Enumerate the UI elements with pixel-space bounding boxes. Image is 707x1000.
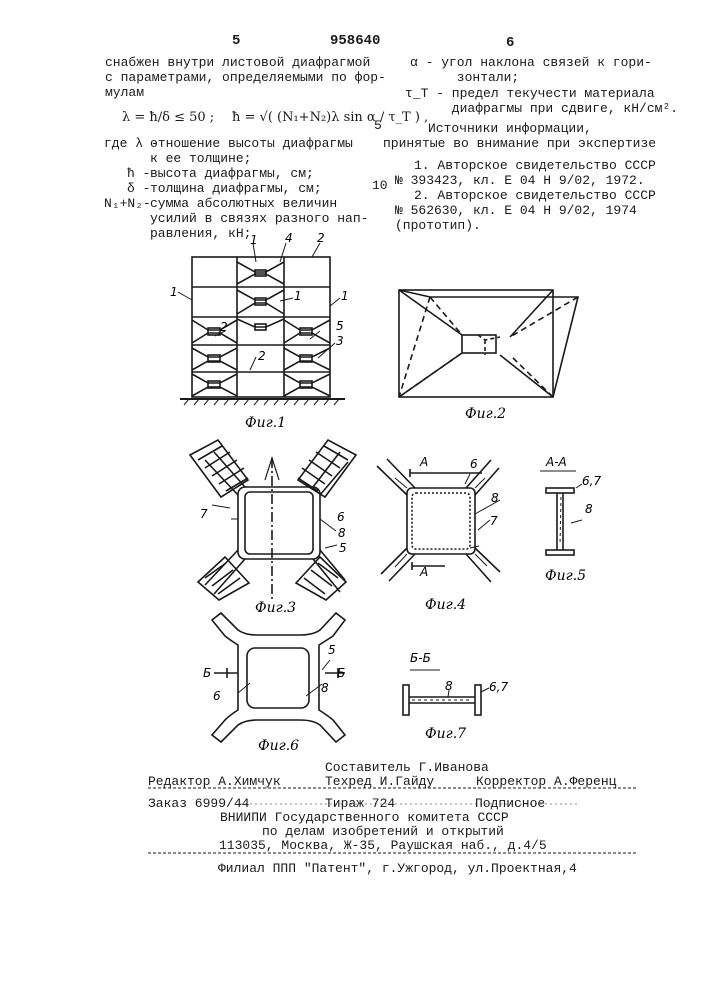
fig3-label-8: 8 bbox=[338, 526, 346, 540]
fig3-label-6: 6 bbox=[337, 510, 345, 524]
fig1-caption: Фиг.1 bbox=[245, 415, 286, 431]
fig2-caption: Фиг.2 bbox=[465, 406, 506, 422]
fig7-title: Б-Б bbox=[410, 651, 431, 665]
footer-address: 113035, Москва, Ж-35, Раушская наб., д.4… bbox=[219, 838, 547, 853]
footer-corrector: Корректор А.Ференц bbox=[476, 774, 616, 789]
footer-compiler: Составитель Г.Иванова bbox=[325, 760, 489, 775]
fig1-label-1b: 1 bbox=[170, 285, 178, 299]
footer-order: Заказ 6999/44 bbox=[148, 796, 249, 811]
fig4-label-6: 6 bbox=[470, 457, 478, 471]
fig5-section-drawing bbox=[540, 471, 582, 555]
fig1-label-1d: 1 bbox=[341, 289, 349, 303]
footer-org1: ВНИИПИ Государственного комитета СССР bbox=[220, 810, 509, 825]
fig4-caption: Фиг.4 bbox=[425, 597, 466, 613]
fig4-label-a-top: А bbox=[419, 455, 428, 469]
fig1-label-1c: 1 bbox=[294, 289, 302, 303]
footer-editor: Редактор А.Химчук bbox=[148, 774, 281, 789]
footer-branch: Филиал ППП "Патент", г.Ужгород, ул.Проек… bbox=[218, 861, 577, 876]
fig3-caption: Фиг.3 bbox=[255, 600, 296, 616]
fig7-caption: Фиг.7 bbox=[425, 726, 466, 742]
fig4-label-8: 8 bbox=[491, 491, 499, 505]
fig1-label-1a: 1 bbox=[250, 233, 258, 247]
fig5-caption: Фиг.5 bbox=[545, 568, 586, 584]
fig7-label-8: 8 bbox=[445, 679, 453, 693]
fig6-label-5: 5 bbox=[328, 643, 336, 657]
fig6-label-8: 8 bbox=[321, 681, 329, 695]
fig3-label-5: 5 bbox=[339, 541, 347, 555]
footer-techred: Техред И.Гайду bbox=[325, 774, 434, 789]
fig6-label-b-left: Б bbox=[203, 666, 211, 680]
fig1-label-4: 4 bbox=[285, 231, 293, 245]
fig2-perspective-drawing bbox=[399, 290, 578, 397]
fig4-label-a-bottom: А bbox=[419, 565, 428, 579]
fig5-label-8: 8 bbox=[585, 502, 593, 516]
fig1-label-3: 3 bbox=[336, 334, 344, 348]
fig1-label-2b: 2 bbox=[220, 320, 228, 334]
footer-circulation: Тираж 724 bbox=[325, 796, 395, 811]
fig6-label-6: 6 bbox=[213, 689, 221, 703]
footer-subscription: Подписное bbox=[475, 796, 545, 811]
fig4-node-drawing bbox=[377, 459, 500, 582]
fig1-label-5: 5 bbox=[336, 319, 344, 333]
fig1-label-2a: 2 bbox=[317, 231, 325, 245]
fig6-label-b-right: Б bbox=[337, 666, 345, 680]
fig5-label-67: 6,7 bbox=[582, 474, 601, 488]
fig5-title: А-А bbox=[545, 455, 567, 469]
fig6-caption: Фиг.6 bbox=[258, 738, 299, 754]
fig7-label-67: 6,7 bbox=[489, 680, 508, 694]
fig3-label-7: 7 bbox=[200, 507, 208, 521]
fig1-frame-drawing bbox=[178, 243, 345, 405]
fig1-label-2c: 2 bbox=[258, 349, 266, 363]
fig4-label-7: 7 bbox=[490, 514, 498, 528]
footer-org2: по делам изобретений и открытий bbox=[262, 824, 504, 839]
fig6-node-drawing bbox=[212, 613, 345, 742]
fig3-node-drawing bbox=[190, 440, 356, 600]
